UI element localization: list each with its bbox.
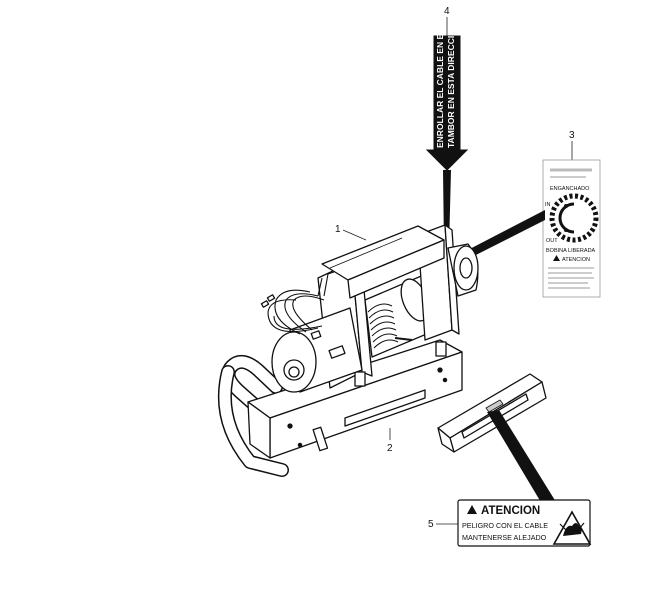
callout-3-group: 3	[569, 130, 575, 160]
callout-5-group: 5	[428, 519, 458, 530]
clutch-dial-icon	[549, 193, 599, 243]
arrow-label-line2: TAMBOR EN ESTA DIRECCION	[446, 23, 456, 148]
clutch-decal: ENGANCHADO IN OUT BOBINA LIBERADA ATENCI…	[542, 159, 601, 298]
callout-4: 4	[444, 6, 450, 17]
warning-label: ATENCION PELIGRO CON EL CABLE MANTENERSE…	[457, 499, 592, 547]
winch-assembly	[217, 224, 479, 477]
clutch-decal-pointer	[462, 210, 545, 260]
clutch-engaged-label: ENGANCHADO	[550, 186, 590, 192]
arrow-decal: ENROLLAR EL CABLE EN EL TAMBOR EN ESTA D…	[425, 23, 469, 171]
callout-1: 1	[335, 224, 341, 235]
callout-2: 2	[387, 443, 393, 454]
callout-1-group: 1	[335, 224, 367, 241]
callout-4-group: 4	[444, 6, 450, 36]
warning-label-pointer	[487, 410, 556, 504]
motor-wires	[267, 271, 335, 335]
clutch-out-label: OUT	[546, 238, 558, 244]
clutch-in-label: IN	[545, 202, 551, 208]
warning-triangle-icon	[553, 255, 560, 261]
warning-label-line1: PELIGRO CON EL CABLE	[462, 521, 548, 530]
callout-2-group: 2	[387, 428, 393, 454]
warning-triangle-icon	[467, 505, 477, 514]
warning-label-title: ATENCION	[481, 505, 540, 517]
clutch-warning-label: ATENCION	[562, 257, 590, 263]
callout-5: 5	[428, 519, 434, 530]
clutch-released-label: BOBINA LIBERADA	[546, 248, 596, 254]
warning-label-line2: MANTENERSE ALEJADO	[462, 533, 547, 542]
cable-coils	[367, 303, 399, 349]
callout-3: 3	[569, 130, 575, 141]
hand-hazard-icon	[552, 510, 592, 545]
arrow-label-line1: ENROLLAR EL CABLE EN EL	[435, 29, 445, 148]
